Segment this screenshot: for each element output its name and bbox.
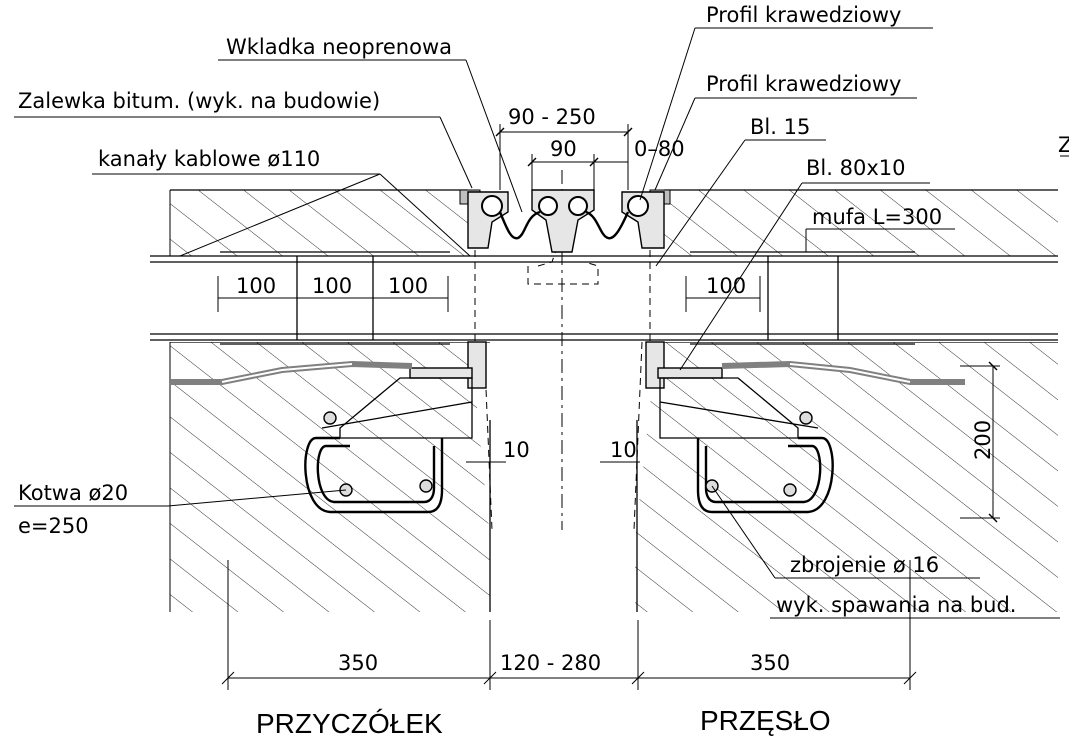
dim-100-c: 100	[388, 274, 428, 298]
dim-90-250: 90 - 250	[508, 105, 596, 129]
dimension-lines	[217, 124, 1000, 690]
dim-200: 200	[971, 420, 995, 460]
label-cut-z: Z	[1058, 133, 1069, 157]
label-zbrojenie: zbrojenie ø 16	[790, 553, 939, 577]
label-zalewka: Zalewka bitum. (wyk. na budowie)	[18, 89, 380, 113]
label-bl-80x10: Bl. 80x10	[806, 156, 905, 180]
label-e-250: e=250	[18, 514, 89, 538]
label-mufa: mufa L=300	[812, 205, 942, 229]
dim-350-right: 350	[750, 651, 790, 675]
dim-100-d: 100	[706, 274, 746, 298]
edge-profile-right	[621, 189, 723, 389]
cable-duct-band	[150, 251, 1058, 345]
label-wkladka-neoprenowa: Wkladka neoprenowa	[226, 35, 452, 59]
center-profile	[531, 189, 595, 253]
label-profil-krawedziowy-2: Profil krawedziowy	[706, 72, 901, 96]
waterproofing-left	[170, 360, 413, 385]
leader-lines	[14, 27, 1069, 619]
neoprene-seal	[498, 210, 630, 240]
title-przyczolek: PRZYCZÓŁEK	[256, 708, 443, 739]
dim-350-left: 350	[338, 651, 378, 675]
concrete-deck-top-left	[170, 189, 468, 256]
edge-profile-left	[409, 189, 509, 389]
anchor-right	[659, 377, 834, 514]
dim-100-a: 100	[236, 274, 276, 298]
dim-120-280: 120 - 280	[500, 651, 601, 675]
label-bl-15: Bl. 15	[750, 115, 810, 139]
label-kanaly-kablowe: kanały kablowe ø110	[98, 147, 320, 171]
label-kotwa: Kotwa ø20	[18, 481, 128, 505]
dim-100-b: 100	[312, 274, 352, 298]
concrete-deck-top-right	[664, 189, 1058, 256]
dim-0-80: 0–80	[634, 137, 685, 161]
dim-90: 90	[550, 137, 577, 161]
waterproofing-right	[721, 360, 965, 385]
anchor-left	[304, 377, 473, 514]
title-przeslo: PRZĘSŁO	[700, 705, 831, 736]
dim-10-left: 10	[503, 438, 530, 462]
dim-10-right: 10	[610, 438, 637, 462]
annotation-labels: Profil krawedziowy Wkladka neoprenowa Pr…	[18, 3, 1069, 675]
label-wyk-spawania: wyk. spawania na bud.	[776, 593, 1017, 617]
label-profil-krawedziowy-1: Profil krawedziowy	[706, 3, 901, 27]
section-titles: PRZYCZÓŁEK PRZĘSŁO	[256, 705, 831, 739]
